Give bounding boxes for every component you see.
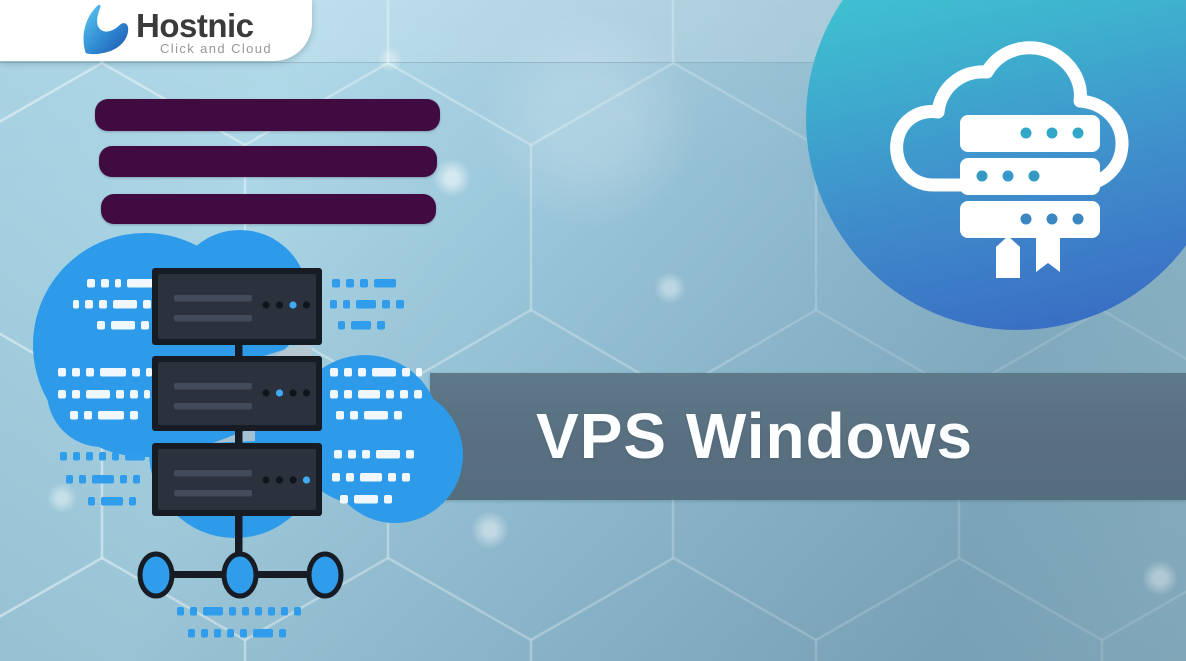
network-nodes xyxy=(137,551,344,599)
cloud-servers-illustration xyxy=(33,230,463,638)
brand-name: Hostnic xyxy=(136,7,254,44)
cloud-server-badge-icon xyxy=(890,41,1129,278)
logo-plate: Hostnic Click and Cloud xyxy=(0,0,312,61)
wave-logo-icon xyxy=(83,4,129,55)
redacted-text-bar xyxy=(101,194,436,224)
title-band: VPS Windows xyxy=(430,373,1186,500)
data-bits-pattern xyxy=(58,279,422,638)
redacted-text-bar xyxy=(95,99,440,131)
redacted-text-bar xyxy=(99,146,437,177)
page-title: VPS Windows xyxy=(536,400,974,472)
server-stack xyxy=(152,268,322,516)
brand-tagline: Click and Cloud xyxy=(160,41,273,56)
